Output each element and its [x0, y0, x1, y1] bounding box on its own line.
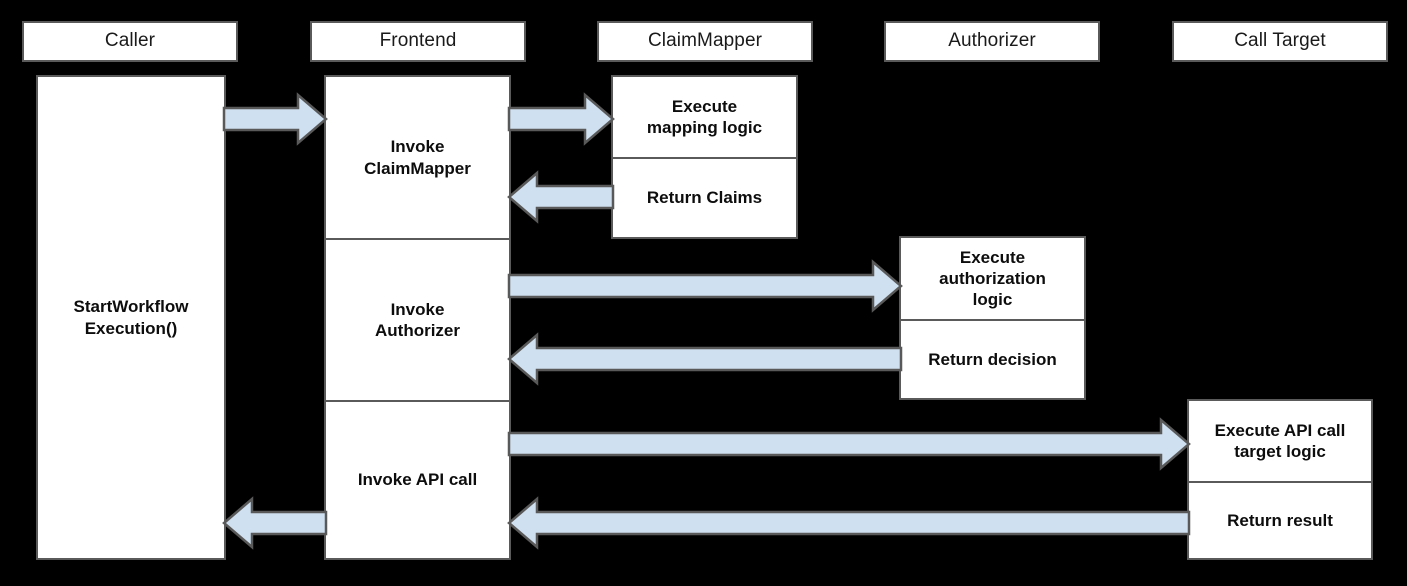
activation-claimmapper-execute-mapping-logic[interactable]: Execute mapping logic [613, 77, 796, 157]
lifeline-caller: StartWorkflow Execution() [36, 75, 226, 560]
activation-authorizer-execute-authorization-logic[interactable]: Execute authorization logic [901, 238, 1084, 319]
message-arrow-frontend-to-calltarget[interactable] [507, 417, 1191, 471]
activation-caller-startworkflow[interactable]: StartWorkflow Execution() [38, 77, 224, 558]
participant-label-caller: Caller [104, 30, 156, 52]
participant-header-calltarget[interactable]: Call Target [1172, 21, 1388, 62]
message-arrow-frontend-to-caller[interactable] [222, 496, 328, 550]
message-arrow-authorizer-to-frontend[interactable] [507, 332, 903, 386]
participant-header-authorizer[interactable]: Authorizer [884, 21, 1100, 62]
activation-calltarget-return-result[interactable]: Return result [1189, 481, 1371, 558]
activation-frontend-invoke-authorizer[interactable]: Invoke Authorizer [326, 238, 509, 400]
message-arrow-frontend-to-claimmapper[interactable] [507, 92, 615, 146]
participant-header-frontend[interactable]: Frontend [310, 21, 526, 62]
activation-authorizer-return-decision[interactable]: Return decision [901, 319, 1084, 398]
message-arrow-caller-to-frontend[interactable] [222, 92, 328, 146]
participant-label-calltarget: Call Target [1234, 30, 1326, 52]
lifeline-frontend: Invoke ClaimMapper Invoke Authorizer Inv… [324, 75, 511, 560]
participant-header-caller[interactable]: Caller [22, 21, 238, 62]
activation-frontend-invoke-api-call[interactable]: Invoke API call [326, 400, 509, 558]
message-arrow-frontend-to-authorizer[interactable] [507, 259, 903, 313]
message-arrow-calltarget-to-frontend[interactable] [507, 496, 1191, 550]
participant-label-authorizer: Authorizer [948, 30, 1036, 52]
activation-frontend-invoke-claimmapper[interactable]: Invoke ClaimMapper [326, 77, 509, 238]
participant-label-frontend: Frontend [379, 30, 457, 52]
message-arrow-claimmapper-to-frontend[interactable] [507, 170, 615, 224]
participant-header-claimmapper[interactable]: ClaimMapper [597, 21, 813, 62]
lifeline-calltarget: Execute API call target logic Return res… [1187, 399, 1373, 560]
participant-label-claimmapper: ClaimMapper [647, 30, 763, 52]
lifeline-claimmapper: Execute mapping logic Return Claims [611, 75, 798, 239]
activation-claimmapper-return-claims[interactable]: Return Claims [613, 157, 796, 237]
activation-calltarget-execute-api-call-target-logic[interactable]: Execute API call target logic [1189, 401, 1371, 481]
lifeline-authorizer: Execute authorization logic Return decis… [899, 236, 1086, 400]
